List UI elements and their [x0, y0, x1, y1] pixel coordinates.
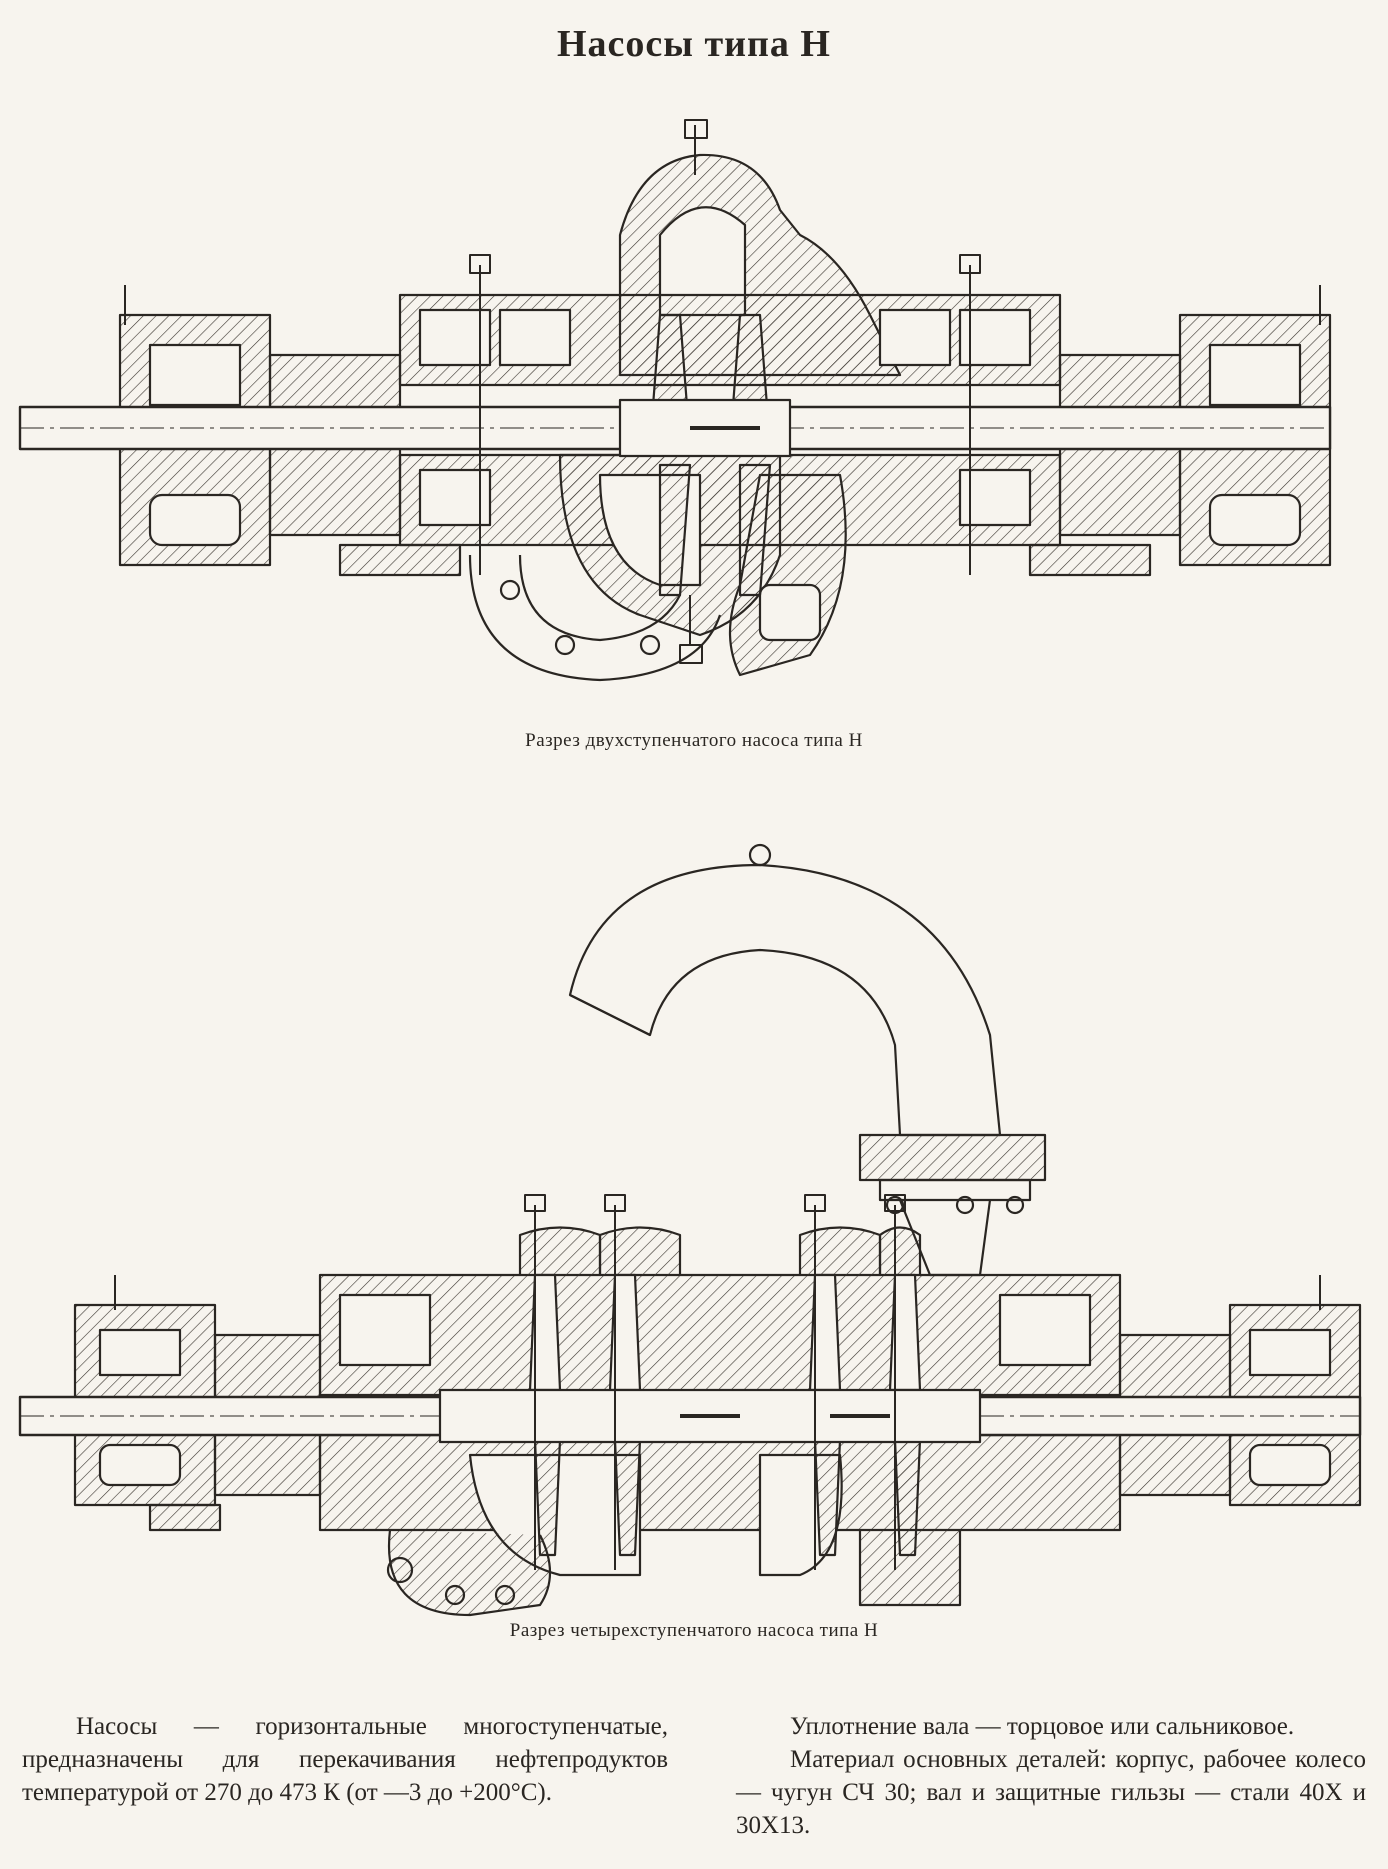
figure-caption-four-stage: Разрез четырехступенчатого насоса типа Н	[509, 1620, 879, 1641]
shaft-seal-paragraph: Уплотнение вала — торцовое или сальников…	[790, 1713, 1295, 1740]
figure-caption-two-stage: Разрез двухступенчатого насоса типа Н	[525, 730, 863, 751]
two-stage-pump-drawing	[0, 115, 1388, 715]
materials-paragraph: Материал основных деталей: корпус, рабоч…	[736, 1746, 1366, 1839]
four-stage-pump-drawing	[0, 835, 1388, 1625]
pump-description-paragraph: Насосы — горизонтальные многоступенчатые…	[22, 1713, 668, 1806]
left-text-column: Насосы — горизонтальные многоступенчатые…	[22, 1710, 668, 1809]
right-text-column: Уплотнение вала — торцовое или сальников…	[736, 1710, 1366, 1842]
page-title: Насосы типа Н	[557, 23, 831, 65]
